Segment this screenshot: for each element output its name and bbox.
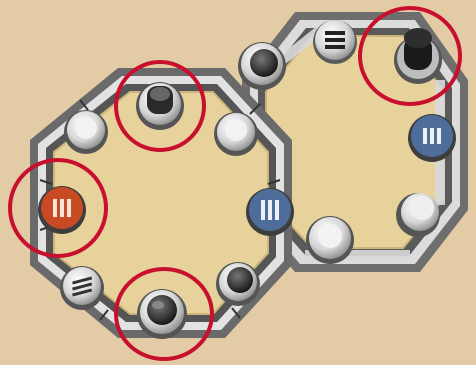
blue-emblem-icon	[261, 200, 279, 220]
token-right-top[interactable]	[313, 20, 357, 64]
red-emblem-icon	[53, 199, 71, 217]
token-left-upper-right[interactable]	[214, 112, 258, 156]
token-left-lower-left[interactable]	[60, 266, 104, 310]
token-left-right[interactable]	[246, 188, 294, 236]
token-right-upper-left[interactable]	[238, 42, 286, 90]
blue-emblem-icon	[423, 128, 441, 144]
token-left-top[interactable]	[136, 82, 184, 130]
token-left-upper-left[interactable]	[64, 110, 108, 154]
token-right-right[interactable]	[408, 114, 456, 162]
token-left-left[interactable]	[38, 186, 86, 234]
token-right-bottom[interactable]	[306, 216, 354, 264]
token-right-lower-right[interactable]	[396, 193, 440, 237]
bars-emblem-icon	[325, 31, 345, 49]
token-left-lower-right[interactable]	[216, 262, 260, 306]
token-left-bottom[interactable]	[137, 289, 187, 339]
